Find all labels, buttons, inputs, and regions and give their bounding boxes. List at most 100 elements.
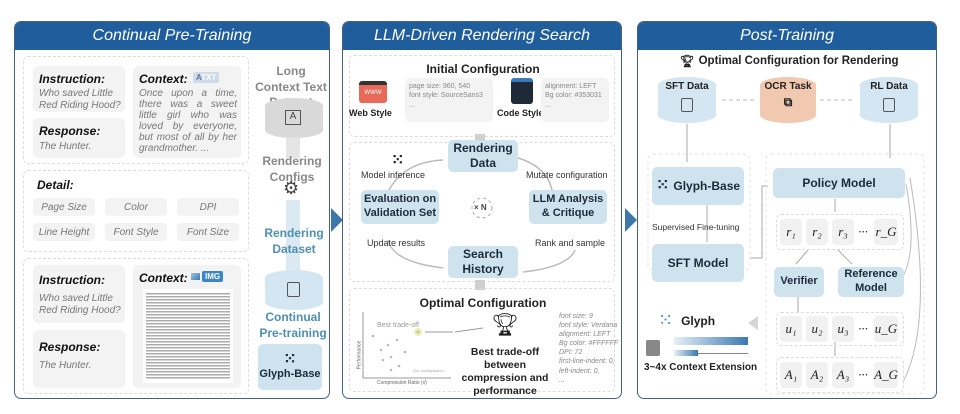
a-group [776, 357, 904, 393]
panel-post-training: Post-Training 🏆︎ Optimal Configuration f… [637, 21, 937, 399]
glyph-base-label: Glyph-Base [259, 368, 321, 381]
response-text: The Hunter. [39, 141, 92, 152]
document-icon [883, 98, 895, 112]
u-item: u₁ [780, 316, 802, 342]
left-arrow-icon [748, 316, 758, 330]
plot-note: Our configuration [413, 368, 444, 373]
plot-point [389, 355, 393, 359]
image-sample-group [23, 258, 249, 394]
detail-label: Detail: [37, 178, 74, 192]
r-item: r₃ [832, 219, 854, 245]
sft-label: Supervised Fine-tuning [652, 222, 740, 232]
document-pen-icon [646, 340, 660, 356]
web-style-icon: WWW [359, 81, 387, 103]
u-item: u₂ [806, 316, 828, 342]
web-config-card: page size: 960, 540 font style: SourceSa… [405, 78, 493, 122]
r-item: r_G [874, 219, 898, 245]
post-connectors [647, 99, 925, 395]
web-config-line: font style: SourceSans3 [409, 92, 483, 100]
web-config-line: page size: 960, 540 [409, 83, 471, 90]
r-item: r₂ [806, 219, 828, 245]
update-results-label: Update results [367, 238, 426, 248]
panel-rendering-search: LLM-Driven Rendering Search Initial Conf… [342, 21, 622, 399]
glyph-base-box: ⁙ Glyph-Base [258, 344, 322, 390]
config-line: ... [559, 376, 565, 384]
panel-title: LLM-Driven Rendering Search [343, 22, 621, 50]
response-card: Response: The Hunter. [33, 118, 125, 158]
best-tradeoff-plot-label: Best trade-off [377, 322, 419, 329]
chip-line-height: Line Height [33, 223, 95, 241]
optimal-config-title: Optimal Configuration [419, 296, 547, 310]
arrow-to-best [454, 327, 484, 333]
policy-model-box: Policy Model [773, 168, 905, 198]
repeat-n-label: × N [474, 203, 487, 212]
verifier-box: Verifier [774, 267, 824, 297]
post-subtitle: 🏆︎ Optimal Configuration for Rendering [680, 54, 899, 68]
text-sample-group [23, 56, 249, 164]
code-style-label: Code Style [497, 108, 544, 118]
sft-data-label: SFT Data [665, 81, 709, 92]
text-dataset-cylinder [265, 98, 323, 138]
u-item: u_G [874, 316, 898, 342]
chip-dpi: DPI [177, 198, 239, 216]
instruction-card: Instruction: Who saved Little Red Riding… [33, 66, 125, 112]
rendering-configs-label: Rendering Configs [262, 154, 322, 184]
code-config-line: ... [545, 101, 551, 109]
model-network-icon: ⁙ [391, 152, 405, 169]
config-line: font size: 9 [559, 313, 593, 320]
flow-bar-gray [286, 138, 300, 158]
continual-pretraining-label: Continual Pre-training [259, 310, 327, 340]
a-ellipsis: ··· [858, 367, 868, 382]
rendered-text-image [143, 289, 233, 383]
context-text: Once upon a time, there was a sweet litt… [139, 88, 237, 154]
code-config-line: Bg color: #353031 [545, 92, 602, 100]
sft-model-box: SFT Model [652, 244, 744, 282]
a-item: A_G [874, 362, 898, 388]
document-icon: A [285, 110, 301, 125]
plot-point [379, 348, 383, 352]
img-badge: IMG [191, 271, 224, 282]
context-bar-short [674, 350, 698, 356]
plot-point [403, 350, 407, 354]
config-line: DPI: 72 [559, 349, 583, 357]
glyph-base-box: ⁙ Glyph-Base [652, 167, 744, 205]
glyph-network-icon: ⁙ [283, 351, 297, 369]
document-icon [287, 282, 300, 297]
instruction-text: Who saved Little Red Riding Hood? [39, 293, 121, 316]
optimal-config-list: font size: 9 font style: Verdana alignme… [559, 312, 618, 385]
r-item: r₁ [780, 219, 802, 245]
chip-font-style: Font Style [105, 223, 167, 241]
u-item: u₃ [832, 316, 854, 342]
ocr-task-cylinder: OCR Task ⧉ [760, 77, 816, 123]
glyph-label: Glyph [681, 313, 716, 328]
context-bar-arrow [698, 353, 748, 354]
config-line: alignment: LEFT [559, 331, 611, 339]
r-ellipsis: ··· [858, 224, 868, 239]
instruction-text: Who saved Little Red Riding Hood? [39, 88, 121, 111]
document-icon [681, 98, 693, 112]
r-group [776, 214, 904, 250]
rendering-data-box: Rendering Data [448, 140, 518, 172]
rl-data-label: RL Data [870, 81, 908, 92]
chip-color: Color [105, 198, 167, 216]
code-config-card: alignment: LEFT Bg color: #353031 ... [541, 78, 609, 122]
loop-connectors [387, 156, 576, 273]
context-label: Context: [139, 271, 188, 285]
rendering-dataset-label: Rendering Dataset [264, 226, 324, 256]
glyph-network-icon: ⁙ [655, 177, 670, 194]
down-arrow-icon [475, 134, 485, 144]
tradeoff-plot [362, 312, 453, 379]
response-label: Response: [39, 124, 101, 138]
context-extension-label: 3~4x Context Extension [644, 362, 758, 373]
mutate-label: Mutate configuration [526, 170, 608, 180]
glyph-model: ⁙ Glyph [658, 310, 715, 331]
search-history-box: Search History [448, 246, 518, 278]
u-ellipsis: ··· [858, 321, 868, 336]
response-label: Response: [39, 340, 101, 354]
web-icon-text: WWW [364, 90, 382, 96]
context-label: Context: [139, 72, 188, 86]
txt-badge-label: TXT [201, 73, 217, 82]
rl-data-cylinder: RL Data [860, 77, 918, 123]
flow-bar-blue [286, 200, 300, 276]
code-style-icon [511, 78, 533, 104]
